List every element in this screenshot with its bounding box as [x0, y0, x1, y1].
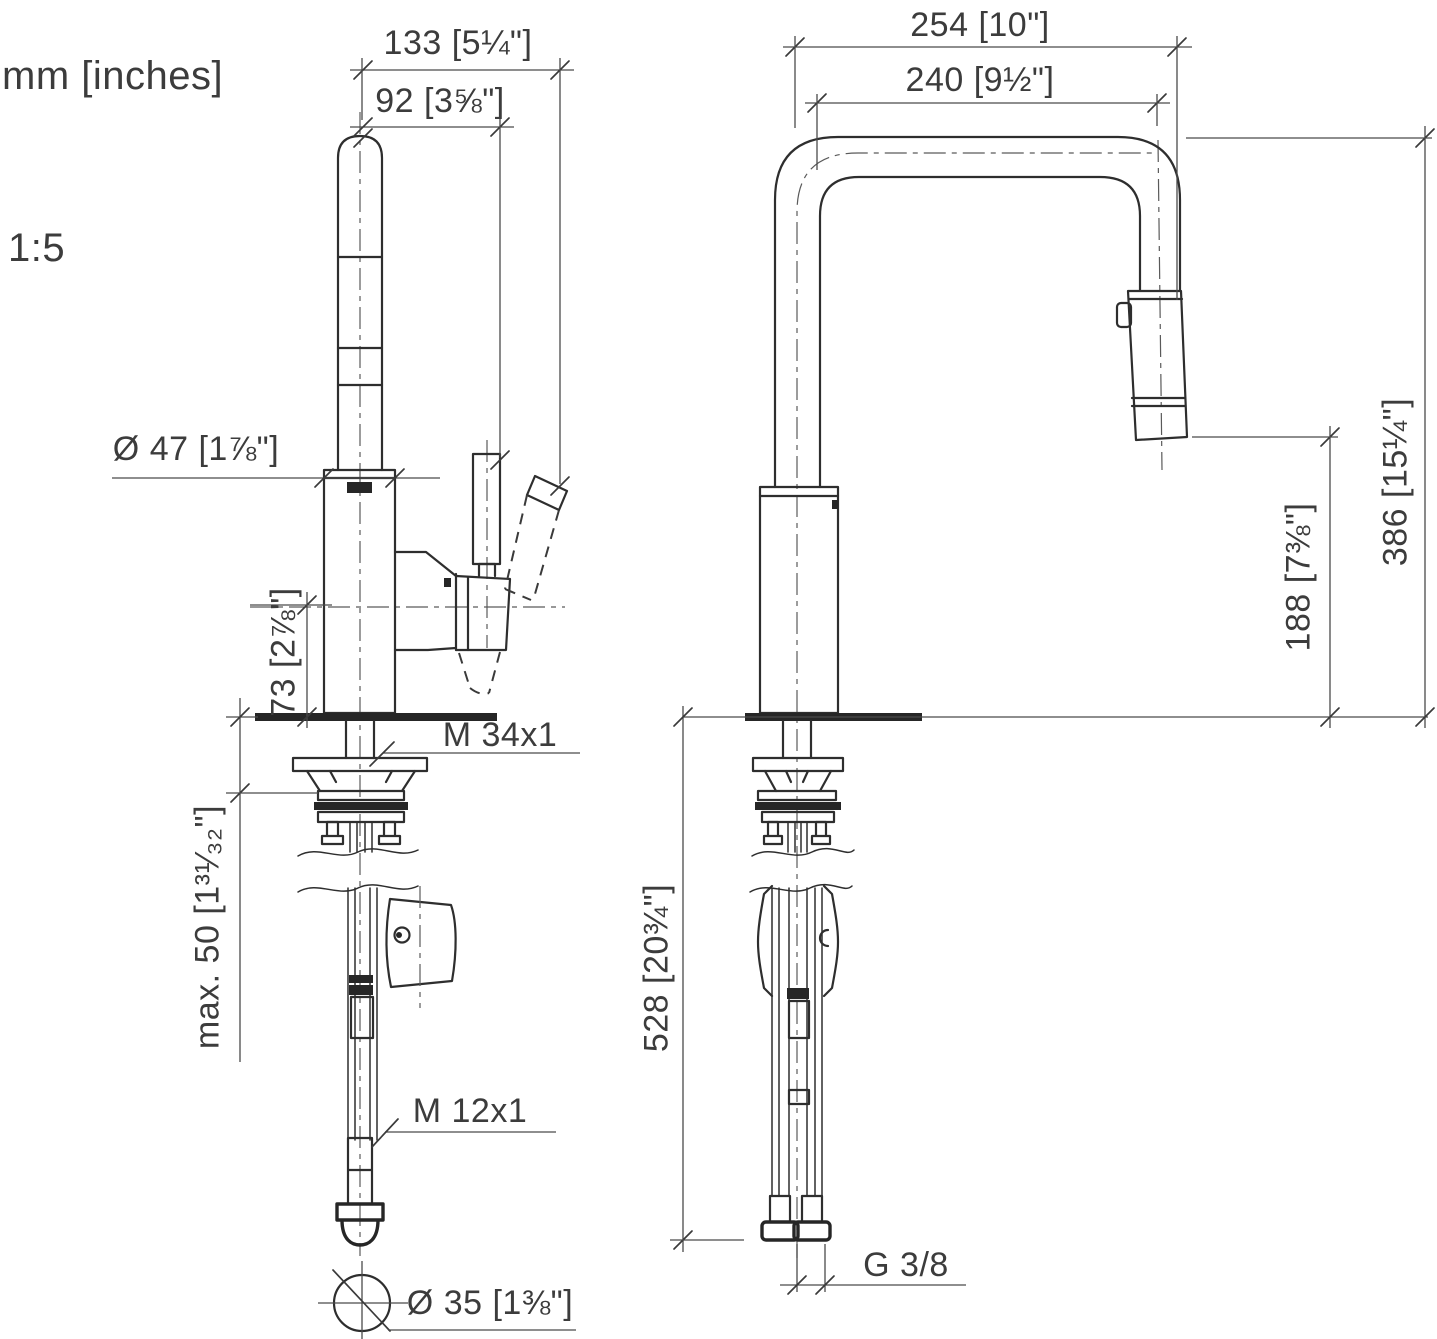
side-view-underdeck [291, 719, 457, 1339]
hose-weight-side [385, 897, 457, 989]
scale-note: 1:5 [8, 226, 66, 270]
hose-weight-front [756, 884, 774, 998]
dim-label-side-spout-offset: 92 [3⅝"] [375, 82, 505, 120]
front-view-underdeck [749, 719, 855, 1242]
thread-label-supply-connection: G 3/8 [863, 1246, 949, 1284]
side-view-faucet [226, 112, 569, 1256]
lever-swung-tip [525, 474, 569, 512]
dim-label-base-diameter: Ø 47 [1⅞"] [112, 430, 280, 468]
dim-label-side-overall-width: 133 [5¼"] [383, 24, 533, 62]
spray-button [1115, 301, 1133, 329]
front-view-faucet [683, 135, 1428, 1258]
thread-label-mounting: M 34x1 [442, 716, 558, 754]
dim-label-hole-diameter: Ø 35 [1⅜"] [406, 1284, 574, 1322]
thread-label-hose-connector: M 12x1 [412, 1092, 528, 1130]
hole-symbol [318, 1261, 408, 1339]
front-view-dimensions [670, 36, 1435, 1295]
countertop-side [255, 713, 497, 721]
brand-badge [347, 482, 372, 493]
units-note: mm [inches] [2, 54, 224, 98]
side-view-dimensions [112, 58, 580, 1331]
dim-label-front-overall-width: 254 [10"] [910, 6, 1050, 44]
spray-head [1126, 289, 1189, 442]
dim-label-front-spout-reach: 240 [9½"] [905, 61, 1055, 99]
